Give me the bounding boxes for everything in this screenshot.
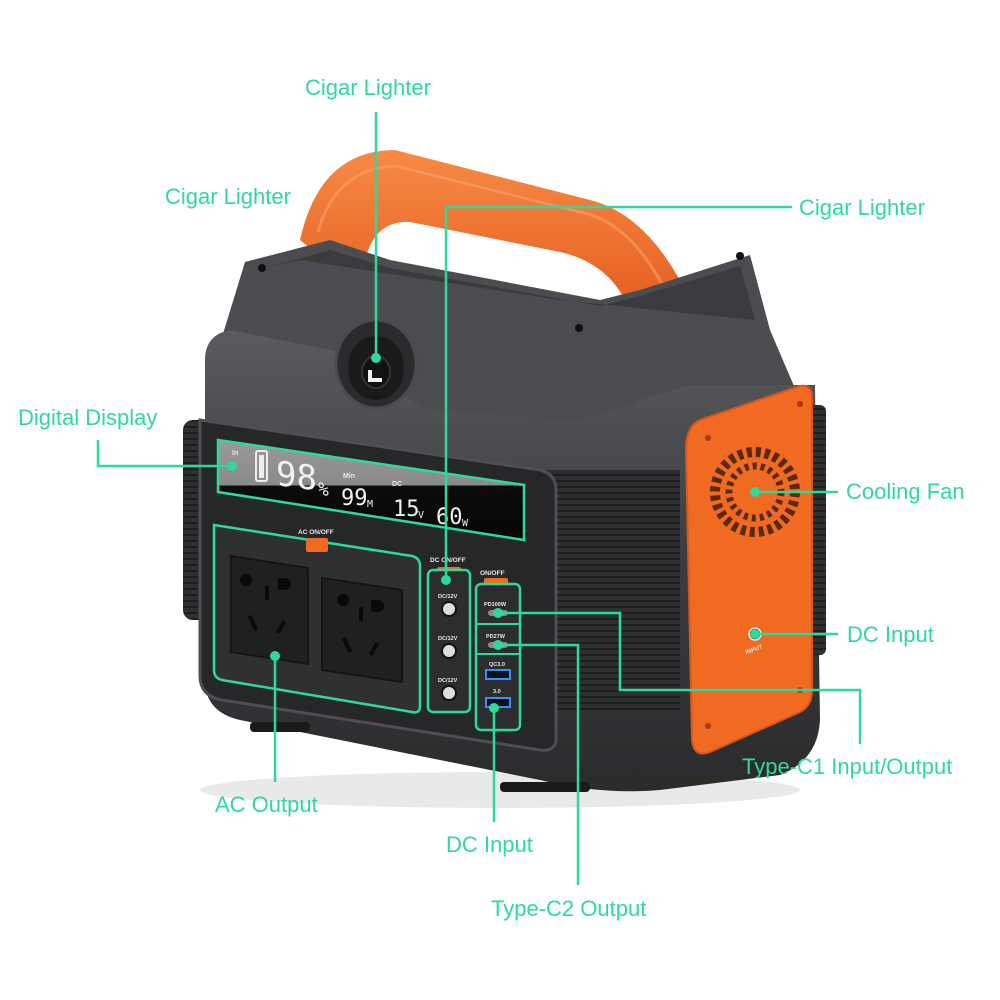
battery-percent: 98: [276, 454, 317, 500]
ac-switch-label: AC ON/OFF: [298, 529, 334, 536]
input-indicator: In: [232, 450, 238, 457]
foot: [500, 782, 590, 792]
screw: [258, 264, 266, 272]
leader-dots: [227, 353, 760, 713]
usb-section: [474, 582, 522, 732]
dc-port-label-1: DC/12V: [438, 594, 458, 600]
usb-port-label-1: PD100W: [484, 602, 507, 608]
voltage-value: 15: [393, 497, 420, 522]
battery-fill: [259, 455, 264, 478]
dc-port-1[interactable]: [441, 601, 457, 617]
usb-port-label-3: QC3.0: [489, 662, 505, 668]
ac-power-button[interactable]: [306, 538, 328, 552]
percent-sign: %: [318, 479, 329, 501]
timer-label: Min: [343, 473, 355, 480]
callout-type-c2: Type-C2 Output: [491, 896, 647, 921]
dc-port-label-2: DC/12V: [438, 636, 458, 642]
callout-dc-input-side: DC Input: [847, 622, 934, 647]
callout-cigar-lighter-top: Cigar Lighter: [305, 75, 431, 100]
screw: [736, 252, 744, 260]
battery-icon: [255, 450, 268, 482]
callout-cigar-lighter-left: Cigar Lighter: [165, 184, 291, 209]
screw: [575, 324, 583, 332]
cigar-lighter-port[interactable]: [334, 318, 418, 410]
side-panel: [684, 384, 813, 755]
right-ribs: [540, 470, 680, 710]
handle-recess: [265, 250, 755, 320]
side-input-label: INPUT: [745, 644, 764, 656]
usb-port-label-2: PD27W: [486, 634, 506, 640]
callout-cigar-lighter-right: Cigar Lighter: [799, 195, 925, 220]
usb-port-label-4: 3.0: [493, 689, 501, 695]
time-remaining: 99: [341, 486, 368, 511]
dc-port-label-3: DC/12V: [438, 678, 458, 684]
power-unit: W: [462, 518, 469, 529]
digital-display-screen: [216, 438, 526, 542]
dc-section: [426, 568, 472, 714]
dc-port-2[interactable]: [441, 643, 457, 659]
carry-handle: [300, 150, 705, 340]
callout-cooling-fan: Cooling Fan: [846, 479, 965, 504]
time-unit: M: [367, 499, 373, 510]
dc-label: DC: [392, 481, 402, 488]
dc-switch-label: DC ON/OFF: [430, 557, 466, 564]
power-value: 60: [436, 505, 463, 530]
ac-outlet-1[interactable]: [230, 554, 309, 666]
voltage-unit: V: [418, 510, 424, 521]
leader-lines: [96, 112, 862, 885]
dc-port-3[interactable]: [441, 685, 457, 701]
foot: [250, 722, 310, 732]
ac-outlet-2[interactable]: [321, 576, 403, 684]
callout-type-c1: Type-C1 Input/Output: [742, 754, 953, 779]
usb-a-port-1[interactable]: [485, 669, 511, 680]
callout-ac-output: AC Output: [215, 792, 318, 817]
callout-digital-display: Digital Display: [18, 405, 158, 430]
callout-dc-input-front: DC Input: [446, 832, 533, 857]
usb-switch-label: ON/OFF: [480, 570, 505, 577]
